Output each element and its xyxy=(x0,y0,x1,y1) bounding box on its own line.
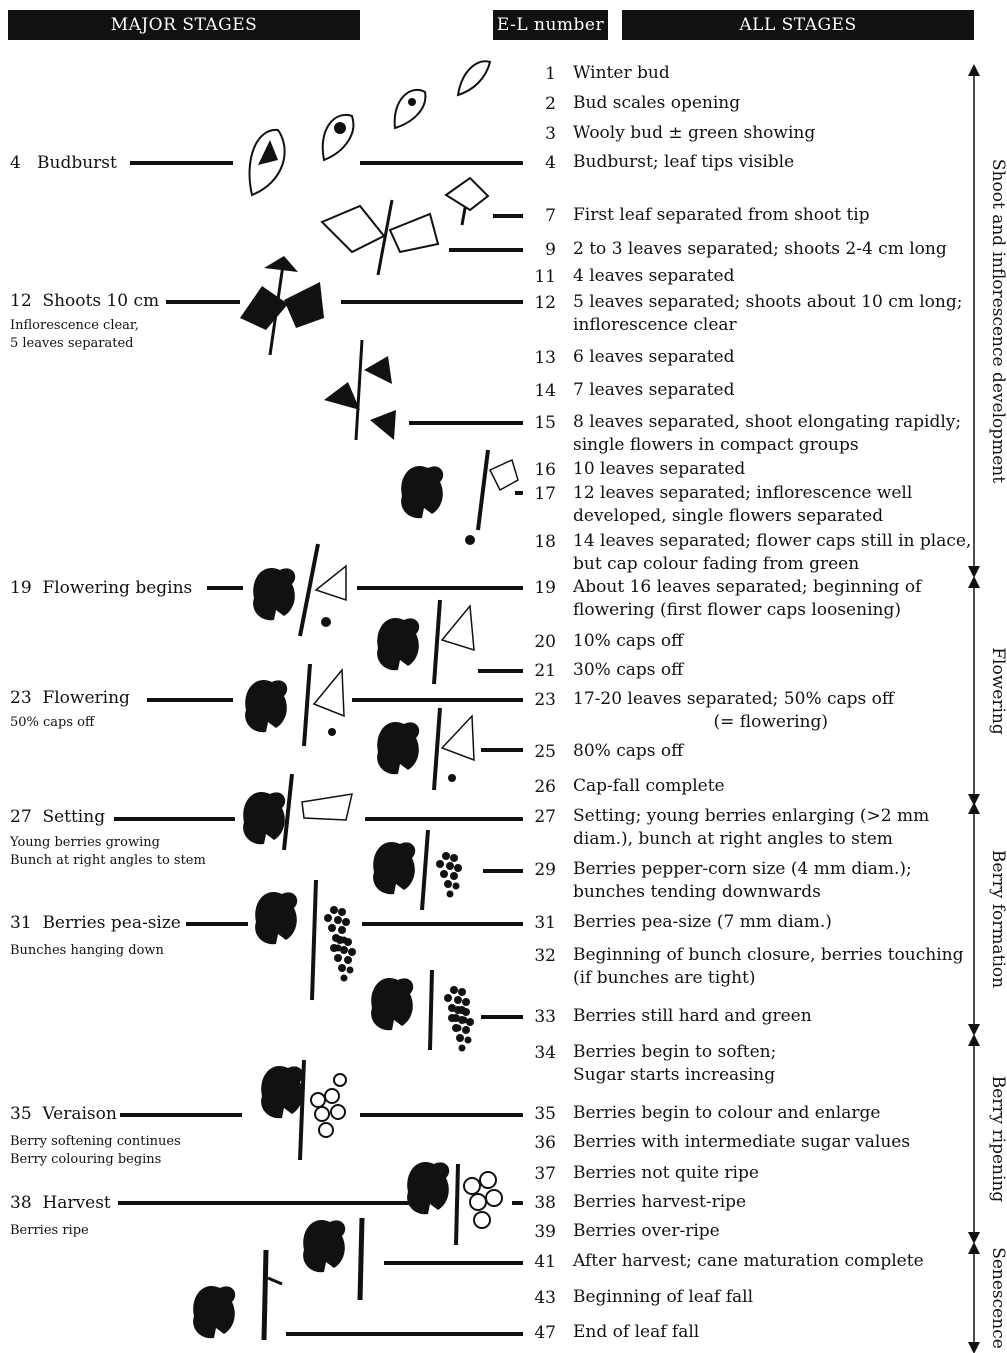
period-label: Flowering xyxy=(988,647,1007,734)
period-label: Berry formation xyxy=(988,850,1007,988)
period-shoot-development: Shoot and inflorescence development xyxy=(978,70,1007,572)
period-label: Berry ripening xyxy=(988,1076,1007,1203)
period-label: Shoot and inflorescence development xyxy=(988,159,1007,483)
period-berry-ripening: Berry ripening xyxy=(978,1040,1007,1238)
period-berry-formation: Berry formation xyxy=(978,808,1007,1030)
period-senescence: Senescence xyxy=(978,1248,1007,1348)
period-flowering: Flowering xyxy=(978,582,1007,800)
period-label: Senescence xyxy=(988,1247,1007,1349)
